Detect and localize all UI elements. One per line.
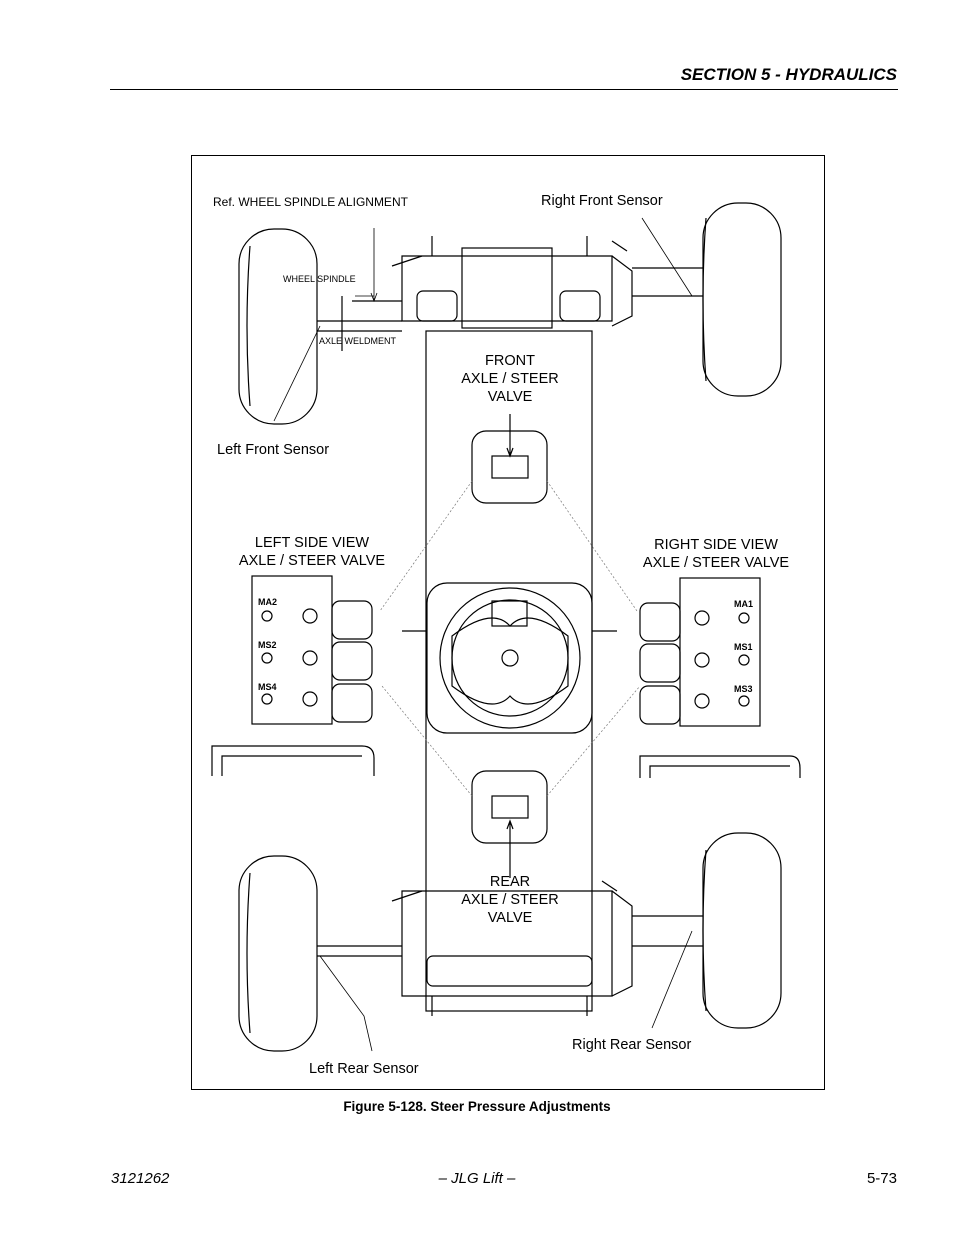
front-valve-line: VALVE (487, 389, 533, 405)
front-valve-label: FRONT AXLE / STEER VALVE (435, 352, 585, 406)
wheel-spindle-label: WHEEL SPINDLE (283, 274, 356, 284)
right-side-view-line: AXLE / STEER VALVE (642, 555, 790, 571)
right-rear-sensor-label: Right Rear Sensor (572, 1037, 692, 1053)
right-rear-sensor-leader (651, 930, 693, 1029)
turntable (426, 582, 593, 734)
rear-valve-label: REAR AXLE / STEER VALVE (435, 873, 585, 927)
rear-valve-line: REAR (489, 874, 531, 890)
alignment-arrow (370, 228, 378, 303)
rear-valve-line: AXLE / STEER (461, 892, 559, 908)
right-rear-tire (702, 832, 782, 1029)
figure-caption: Figure 5-128. Steer Pressure Adjustments (343, 1099, 611, 1114)
rear-valve-line: VALVE (487, 910, 533, 926)
left-side-view-line: LEFT SIDE VIEW (254, 535, 370, 551)
front-valve-line: FRONT (485, 353, 535, 369)
port-label-ms3: MS3 (734, 684, 753, 694)
left-side-view-line: AXLE / STEER VALVE (238, 553, 386, 569)
left-front-sensor-leader (273, 325, 321, 422)
right-side-view-label: RIGHT SIDE VIEW AXLE / STEER VALVE (626, 536, 806, 572)
port-label-ms2: MS2 (258, 640, 277, 650)
footer-brand: – JLG Lift – (438, 1170, 516, 1187)
left-rear-tire (238, 855, 318, 1052)
right-front-tire (702, 202, 782, 397)
ref-alignment-label: Ref. WHEEL SPINDLE ALIGNMENT (213, 195, 408, 209)
front-valve-line: AXLE / STEER (461, 371, 559, 387)
right-front-sensor-leader (641, 217, 693, 297)
port-label-ms1: MS1 (734, 642, 753, 652)
section-title: SECTION 5 - HYDRAULICS (680, 65, 897, 84)
right-side-view-line: RIGHT SIDE VIEW (654, 537, 778, 553)
figure-frame: Ref. WHEEL SPINDLE ALIGNMENT WHEEL SPIND… (191, 155, 825, 1090)
port-label-ma1: MA1 (734, 599, 754, 609)
right-front-sensor-label: Right Front Sensor (541, 193, 663, 209)
steer-diagram (211, 202, 801, 1052)
left-rear-sensor-label: Left Rear Sensor (309, 1061, 419, 1077)
left-rear-sensor-leader (319, 955, 373, 1052)
left-front-tire (238, 228, 318, 425)
left-front-sensor-label: Left Front Sensor (217, 442, 330, 458)
page-number: 5-73 (866, 1170, 897, 1187)
port-label-ma2: MA2 (258, 597, 278, 607)
axle-weldment-label: AXLE WELDMENT (319, 336, 397, 346)
port-label-ms4: MS4 (258, 682, 277, 692)
left-side-view-label: LEFT SIDE VIEW AXLE / STEER VALVE (222, 534, 402, 570)
doc-number: 3121262 (111, 1170, 170, 1187)
header-rule (110, 89, 898, 90)
